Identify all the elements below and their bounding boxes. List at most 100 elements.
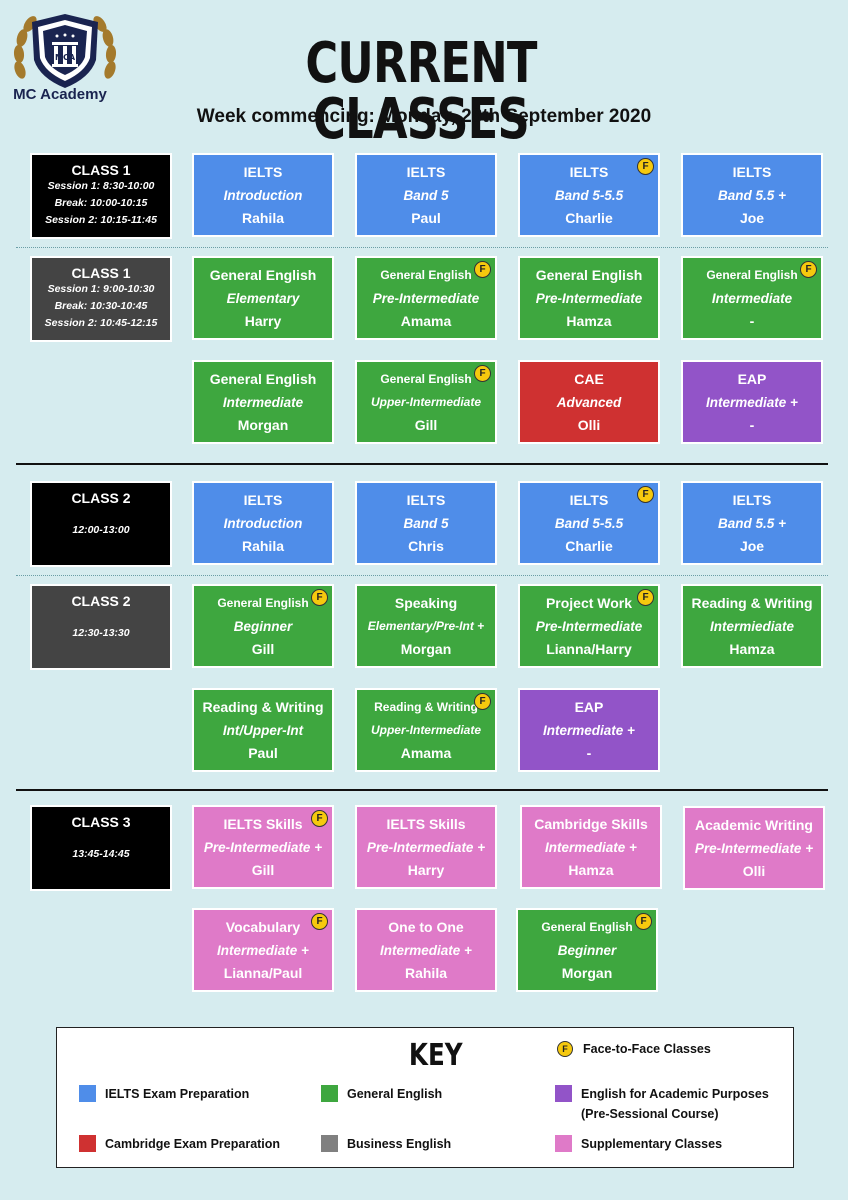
class-subject: IELTS: [406, 492, 446, 508]
class-subject: IELTS Skills: [223, 816, 303, 832]
class-card[interactable]: F General English Intermediate -: [681, 256, 823, 340]
class-card[interactable]: Reading & Writing Int/Upper-Int Paul: [192, 688, 334, 772]
class-level: Intermediate +: [543, 723, 635, 738]
class-subject: General English: [541, 920, 633, 934]
face-to-face-badge: F: [311, 913, 328, 930]
class-level: Band 5: [403, 188, 449, 203]
class-card[interactable]: F General English Upper-Intermediate Gil…: [355, 360, 497, 444]
class-teacher: Joe: [739, 538, 765, 554]
face-to-face-badge: F: [474, 365, 491, 382]
section-divider-dotted: [16, 247, 828, 248]
class-card[interactable]: General English Elementary Harry: [192, 256, 334, 340]
class-teacher: Rahila: [241, 538, 284, 554]
session-time-line: Break: 10:30-10:45: [54, 300, 148, 312]
class-card[interactable]: IELTS Band 5 Chris: [355, 481, 497, 565]
class-card[interactable]: IELTS Introduction Rahila: [192, 153, 334, 237]
class-card[interactable]: F General English Pre-Intermediate Amama: [355, 256, 497, 340]
class-card[interactable]: F General English Beginner Gill: [192, 584, 334, 668]
class-subject: General English: [706, 268, 798, 282]
section-divider-dotted: [16, 575, 828, 576]
class-card[interactable]: IELTS Band 5.5 + Joe: [681, 153, 823, 237]
session-box-class-3: CLASS 3 13:45-14:45: [30, 805, 172, 891]
class-level: Elementary: [226, 291, 300, 306]
class-subject: General English: [380, 268, 472, 282]
key-swatch-cambridge: [79, 1135, 96, 1152]
class-card[interactable]: Speaking Elementary/Pre-Int + Morgan: [355, 584, 497, 668]
class-card[interactable]: F Vocabulary Intermediate + Lianna/Paul: [192, 908, 334, 992]
class-subject: Project Work: [545, 595, 633, 611]
key-swatch-supplementary: [555, 1135, 572, 1152]
face-to-face-badge: F: [637, 486, 654, 503]
class-subject: One to One: [388, 919, 464, 935]
class-card[interactable]: Reading & Writing Intermiediate Hamza: [681, 584, 823, 668]
class-card[interactable]: F IELTS Skills Pre-Intermediate + Gill: [192, 805, 334, 889]
class-level: Band 5: [403, 516, 449, 531]
class-level: Pre-Intermediate: [535, 291, 643, 306]
class-card[interactable]: F Project Work Pre-Intermediate Lianna/H…: [518, 584, 660, 668]
class-card[interactable]: IELTS Introduction Rahila: [192, 481, 334, 565]
page-title: CURRENT CLASSES: [305, 31, 537, 152]
class-card[interactable]: F General English Beginner Morgan: [516, 908, 658, 992]
class-level: Pre-Intermediate: [535, 619, 643, 634]
key-label-ielts: IELTS Exam Preparation: [105, 1087, 250, 1101]
class-subject: General English: [209, 371, 317, 387]
class-level: Pre-Intermediate: [372, 291, 480, 306]
session-title: CLASS 1: [71, 162, 131, 178]
class-level: Pre-Intermediate +: [203, 840, 323, 855]
class-card[interactable]: CAE Advanced Olli: [518, 360, 660, 444]
class-subject: EAP: [574, 699, 604, 715]
class-level: Intermediate: [711, 291, 793, 306]
session-title: CLASS 3: [71, 814, 131, 830]
face-to-face-badge: F: [474, 261, 491, 278]
class-teacher: -: [749, 417, 755, 433]
session-title: CLASS 1: [71, 265, 131, 281]
class-teacher: Hamza: [566, 313, 612, 329]
key-title: KEY: [408, 1038, 463, 1073]
class-level: Advanced: [556, 395, 622, 410]
key-swatch-general-english: [321, 1085, 338, 1102]
class-card[interactable]: IELTS Band 5.5 + Joe: [681, 481, 823, 565]
class-subject: General English: [209, 267, 317, 283]
key-label-cambridge: Cambridge Exam Preparation: [105, 1137, 281, 1151]
class-level: Intermediate +: [706, 395, 798, 410]
class-level: Pre-Intermediate +: [694, 841, 814, 856]
class-subject: General English: [535, 267, 643, 283]
class-card[interactable]: EAP Intermediate + -: [681, 360, 823, 444]
face-to-face-badge: F: [311, 810, 328, 827]
class-card[interactable]: General English Intermediate Morgan: [192, 360, 334, 444]
key-label-general-english: General English: [347, 1087, 443, 1101]
session-time-line: Session 1: 9:00-10:30: [47, 283, 155, 295]
class-card[interactable]: One to One Intermediate + Rahila: [355, 908, 497, 992]
session-box-class-1-early: CLASS 1 Session 1: 8:30-10:00 Break: 10:…: [30, 153, 172, 239]
class-card[interactable]: IELTS Band 5 Paul: [355, 153, 497, 237]
class-card[interactable]: F IELTS Band 5-5.5 Charlie: [518, 481, 660, 565]
class-card[interactable]: General English Pre-Intermediate Hamza: [518, 256, 660, 340]
class-level: Intermediate +: [380, 943, 472, 958]
class-level: Introduction: [223, 516, 303, 531]
face-to-face-badge: F: [800, 261, 817, 278]
key-swatch-ielts: [79, 1085, 96, 1102]
class-teacher: Charlie: [565, 538, 613, 554]
class-level: Intermediate +: [545, 840, 637, 855]
class-card[interactable]: EAP Intermediate + -: [518, 688, 660, 772]
face-to-face-badge: F: [635, 913, 652, 930]
session-time-line: Session 2: 10:45-12:15: [44, 317, 158, 329]
class-card[interactable]: IELTS Skills Pre-Intermediate + Harry: [355, 805, 497, 889]
class-teacher: Amama: [400, 313, 452, 329]
class-card[interactable]: Cambridge Skills Intermediate + Hamza: [520, 805, 662, 889]
class-teacher: Lianna/Harry: [546, 641, 632, 657]
logo-mark-text: MCA: [55, 53, 76, 62]
session-time: 12:30-13:30: [72, 627, 130, 639]
class-teacher: Gill: [251, 862, 275, 878]
class-card[interactable]: Academic Writing Pre-Intermediate + Olli: [683, 806, 825, 890]
face-to-face-badge: F: [311, 589, 328, 606]
class-level: Upper-Intermediate: [370, 723, 482, 737]
face-to-face-badge: F: [637, 589, 654, 606]
class-card[interactable]: F Reading & Writing Upper-Intermediate A…: [355, 688, 497, 772]
session-box-class-1-late: CLASS 1 Session 1: 9:00-10:30 Break: 10:…: [30, 256, 172, 342]
class-level: Beginner: [557, 943, 617, 958]
key-label-eap-sub: (Pre-Sessional Course): [581, 1107, 719, 1121]
class-subject: IELTS: [732, 164, 772, 180]
class-card[interactable]: F IELTS Band 5-5.5 Charlie: [518, 153, 660, 237]
class-teacher: Paul: [248, 745, 278, 761]
